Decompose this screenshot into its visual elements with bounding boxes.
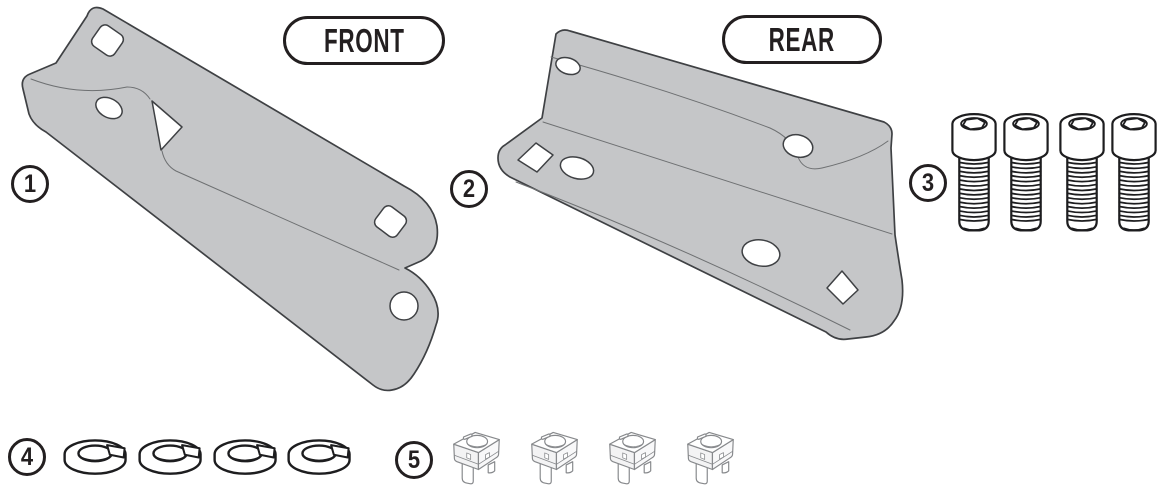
rear-bracket-body xyxy=(497,29,904,341)
part-5-badge: 5 xyxy=(395,441,433,479)
rear-bracket-holes xyxy=(517,56,859,305)
spring-washer-icon xyxy=(63,439,127,475)
front-bracket-creases xyxy=(30,78,400,271)
front-bracket-holes xyxy=(90,24,419,321)
front-label: FRONT xyxy=(283,16,445,65)
rear-bracket-illustration xyxy=(497,29,904,341)
front-bracket-body xyxy=(21,6,439,392)
part-1-badge: 1 xyxy=(11,165,49,203)
socket-screw-icon xyxy=(1003,113,1049,232)
spring-washer-icon xyxy=(138,439,202,475)
socket-screw-icon xyxy=(951,113,997,232)
part-3-badge: 3 xyxy=(909,164,947,202)
part-2-badge: 2 xyxy=(450,170,488,208)
part-5-number: 5 xyxy=(407,445,421,474)
cage-nut-icon xyxy=(453,431,500,485)
cage-nut-icon xyxy=(687,431,734,485)
part-3-number: 3 xyxy=(921,168,935,197)
socket-screw-icon xyxy=(1059,113,1105,232)
front-bracket-illustration xyxy=(21,6,439,392)
rear-label-text: REAR xyxy=(768,21,836,58)
socket-screw-icon xyxy=(1111,113,1157,232)
spring-washer-icon xyxy=(287,439,351,475)
spring-washer-icon xyxy=(213,439,277,475)
part-4-badge: 4 xyxy=(8,438,46,476)
rear-label: REAR xyxy=(722,15,882,64)
part-1-number: 1 xyxy=(23,169,37,198)
front-label-text: FRONT xyxy=(323,22,405,59)
part-4-number: 4 xyxy=(20,442,34,471)
part-2-number: 2 xyxy=(462,174,476,203)
cage-nut-icon xyxy=(609,431,656,485)
cage-nut-icon xyxy=(531,431,578,485)
